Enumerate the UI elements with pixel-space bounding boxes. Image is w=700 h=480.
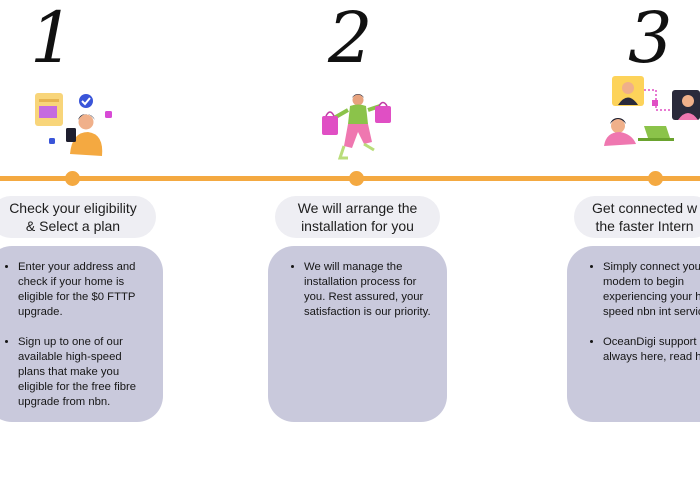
online-support-team-icon [604, 76, 700, 146]
woman-with-shopping-bags-icon [322, 94, 391, 160]
timeline-dot-step-3 [648, 171, 663, 186]
step-3-title: Get connected w the faster Intern [574, 196, 700, 238]
step-2-number: 2 [328, 0, 373, 79]
timeline-dot-step-1 [65, 171, 80, 186]
step-2-bullet: We will manage the installation process … [304, 260, 433, 320]
step-1-bullet: Enter your address and check if your hom… [18, 260, 149, 320]
step-3-card: Simply connect you modem to begin experi… [567, 246, 700, 422]
timeline-dot-step-2 [349, 171, 364, 186]
step-1-bullet: Sign up to one of our available high-spe… [18, 335, 149, 410]
step-3-number: 3 [628, 0, 673, 79]
step-1-title: Check your eligibility & Select a plan [0, 196, 156, 238]
step-2-title: We will arrange the installation for you [275, 196, 440, 238]
step-1-card: Enter your address and check if your hom… [0, 246, 163, 422]
step-2-card: We will manage the installation process … [268, 246, 447, 422]
step-3-bullet: Simply connect you modem to begin experi… [603, 260, 700, 320]
woman-with-devices-icon [35, 93, 112, 156]
step-1-number: 1 [30, 0, 75, 79]
step-3-bullet: OceanDigi support is always here, read h… [603, 335, 700, 365]
